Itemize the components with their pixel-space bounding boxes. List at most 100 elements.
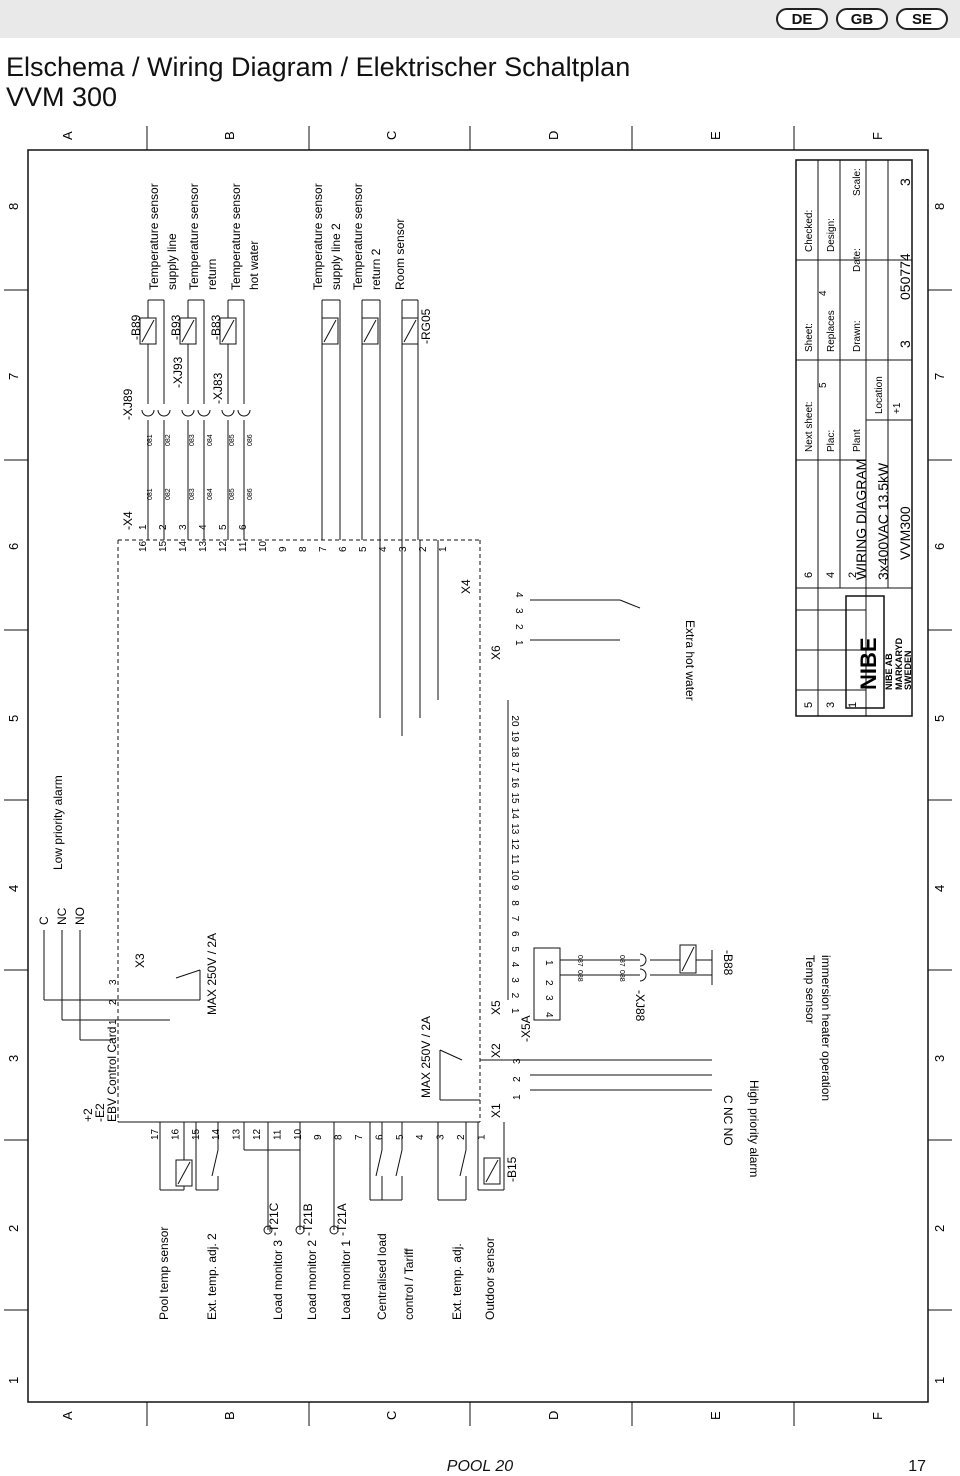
low-priority-alarm: C NC NO Low priority alarm <box>37 775 87 925</box>
tb-location: +1 <box>892 402 903 414</box>
page-title-line1: Elschema / Wiring Diagram / Elektrischer… <box>6 52 631 82</box>
component-x4: X4 <box>459 579 473 594</box>
lang-se-button[interactable]: SE <box>896 8 948 30</box>
terminal-x4: 3 <box>398 546 409 552</box>
tb-company-1: NIBE AB <box>884 653 894 690</box>
label-ts-return2-2: return 2 <box>369 248 383 290</box>
wire-087b: 087 <box>618 955 625 967</box>
left-wiring <box>159 1122 505 1235</box>
label-load-monitor-1: Load monitor 1 <box>339 1240 353 1320</box>
grid-number: 3 <box>932 1055 947 1062</box>
grid-letter: A <box>60 1411 75 1420</box>
component-b89: -B89 <box>129 314 143 340</box>
terminal-x5: 15 <box>509 792 520 804</box>
terminal-ebv: 9 <box>313 1134 324 1140</box>
terminal-x4: 4 <box>378 546 389 552</box>
grid-number: 5 <box>932 715 947 722</box>
tb-plac-label: Plac: <box>826 430 837 452</box>
component-t21c: -T21C <box>267 1202 281 1236</box>
lang-gb-button[interactable]: GB <box>836 8 888 30</box>
terminal-ebv: 8 <box>334 1134 345 1140</box>
terminal-ebv: 17 <box>150 1128 161 1140</box>
page-title-line2: VVM 300 <box>6 82 118 112</box>
x5a-terminals: 1 2 3 4 <box>543 960 554 1018</box>
component-xj88: -XJ88 <box>633 990 647 1022</box>
tb-scale-label: Scale: <box>852 168 863 196</box>
lang-de-button[interactable]: DE <box>776 8 828 30</box>
tb-next-sheet-label: Next sheet: <box>804 401 815 452</box>
tb-date-label: Date: <box>852 248 863 272</box>
terminal-x5: 20 <box>509 715 520 727</box>
wire-086: 086 <box>247 488 254 500</box>
left-labels: Pool temp sensor Ext. temp. adj. 2 Load … <box>157 1227 497 1320</box>
wire-082b: 082 <box>165 434 172 446</box>
grid-number: 2 <box>6 1225 21 1232</box>
tb-next-sheet: 5 <box>818 382 829 388</box>
tb-rev-right: 6 <box>803 572 815 578</box>
terminal-x2-2: 2 <box>512 1076 523 1082</box>
terminal-ebv: 11 <box>272 1129 283 1140</box>
terminal-minus-x4: 3 <box>178 524 189 530</box>
grid-letter: B <box>222 131 237 140</box>
tb-drawing-no: 050774 <box>897 253 913 300</box>
grid-letter: C <box>384 131 399 140</box>
terminal-x5: 17 <box>509 762 520 774</box>
tb-location-label: Location <box>874 376 885 414</box>
alarm-no: NO <box>73 907 87 925</box>
rating-x3: MAX 250V / 2A <box>205 933 219 1015</box>
terminal-x5: 14 <box>509 808 520 820</box>
label-ts-supply-2: supply line <box>165 233 179 290</box>
grid-number: 7 <box>6 373 21 380</box>
component-x6: X6 <box>489 645 503 660</box>
label-immersion-heater: immersion heater operation <box>819 955 833 1101</box>
grid-numbers-left: 8 7 6 5 4 3 2 1 <box>6 203 21 1384</box>
terminal-x4: 11 <box>238 541 249 552</box>
terminal-x5: 8 <box>509 900 520 906</box>
terminal-x4: 8 <box>298 546 309 552</box>
terminal-x5a-2: 2 <box>543 980 554 986</box>
footer-page-number: 17 <box>908 1458 926 1475</box>
grid-number: 2 <box>932 1225 947 1232</box>
grid-number: 1 <box>6 1377 21 1384</box>
label-centralised-load: Centralised load <box>375 1233 389 1320</box>
rating-x2: MAX 250V / 2A <box>419 1016 433 1098</box>
grid-letters-bottom: A B C D E F <box>60 1411 885 1420</box>
high-alarm-label: High priority alarm <box>747 1080 761 1177</box>
x2-terminals: 1 2 3 <box>512 1058 523 1100</box>
component-t21a: -T21A <box>335 1203 349 1236</box>
terminal-ebv: 14 <box>211 1128 222 1140</box>
component-x1: X1 <box>489 1103 503 1118</box>
component-xj89: -XJ89 <box>121 388 135 420</box>
grid-letter: E <box>708 131 723 140</box>
tb-checked-label: Checked: <box>804 210 815 252</box>
grid-number: 8 <box>932 203 947 210</box>
grid-number: 7 <box>932 373 947 380</box>
terminal-x5: 7 <box>509 916 520 922</box>
terminal-x6-2: 2 <box>513 624 524 630</box>
component-b83: -B83 <box>209 314 223 340</box>
label-ts-supply2-1: Temperature sensor <box>311 183 325 290</box>
tb-rev-right: 4 <box>825 572 837 578</box>
terminal-x5: 9 <box>509 885 520 891</box>
wire-084: 084 <box>207 488 214 500</box>
component-b15: -B15 <box>505 1156 519 1182</box>
grid-number: 8 <box>6 203 21 210</box>
terminal-x5: 10 <box>509 869 520 881</box>
terminal-x3-1: 1 <box>108 1019 119 1025</box>
grid-number: 6 <box>6 543 21 550</box>
terminal-x4: 16 <box>138 540 149 552</box>
terminal-x5: 16 <box>509 777 520 789</box>
terminal-x4: 1 <box>438 546 449 552</box>
component-minus-x4: -X4 <box>121 511 135 530</box>
component-x5: X5 <box>489 1000 503 1015</box>
wire-083: 083 <box>189 488 196 500</box>
label-ext-temp-adj: Ext. temp. adj. <box>450 1243 464 1320</box>
tb-company-2: MARKARYD <box>894 637 904 690</box>
alarm-nc: NC <box>55 907 69 925</box>
terminal-x2-3: 3 <box>512 1058 523 1064</box>
language-selector: DE GB SE <box>776 8 948 30</box>
grid-letter: A <box>60 131 75 140</box>
label-outdoor-sensor: Outdoor sensor <box>483 1237 497 1320</box>
